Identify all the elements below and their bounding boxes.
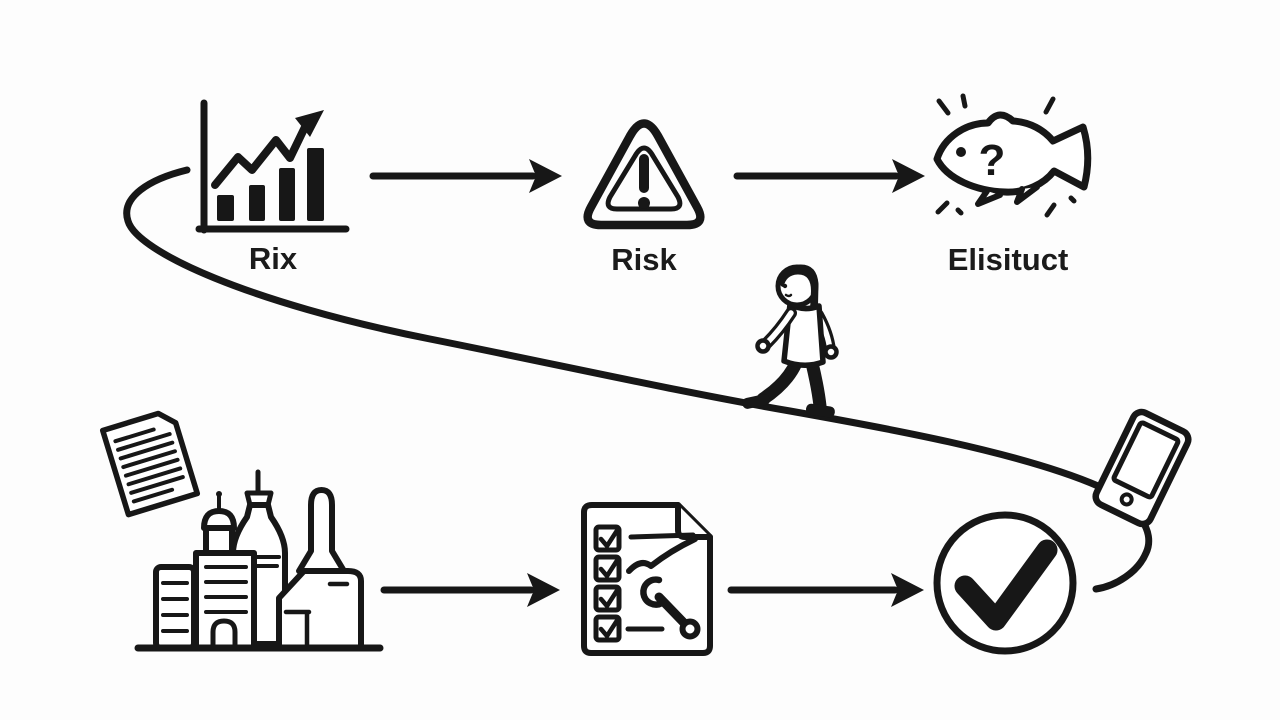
- warning-triangle-icon: [583, 119, 705, 230]
- checklist-wrench-icon: [581, 502, 713, 656]
- fish-question-icon: ?: [933, 93, 1092, 218]
- document-icon: [99, 410, 201, 518]
- growth-chart-icon: [195, 99, 350, 234]
- chart-label: Rix: [249, 241, 298, 276]
- fish-question-glyph: ?: [979, 136, 1006, 185]
- factory-bottles-icon: [134, 469, 384, 652]
- risk-label: Risk: [611, 242, 677, 277]
- flow-arrow-4-icon: [727, 573, 924, 607]
- flow-arrow-3-icon: [380, 573, 560, 607]
- tablet-icon: [1092, 408, 1192, 528]
- flow-arrow-2-icon: [733, 159, 925, 193]
- flow-arrow-1-icon: [369, 159, 562, 193]
- walking-person-figure: [742, 264, 839, 418]
- fish-label: Elisituct: [948, 242, 1069, 277]
- approved-check-icon: [933, 511, 1077, 655]
